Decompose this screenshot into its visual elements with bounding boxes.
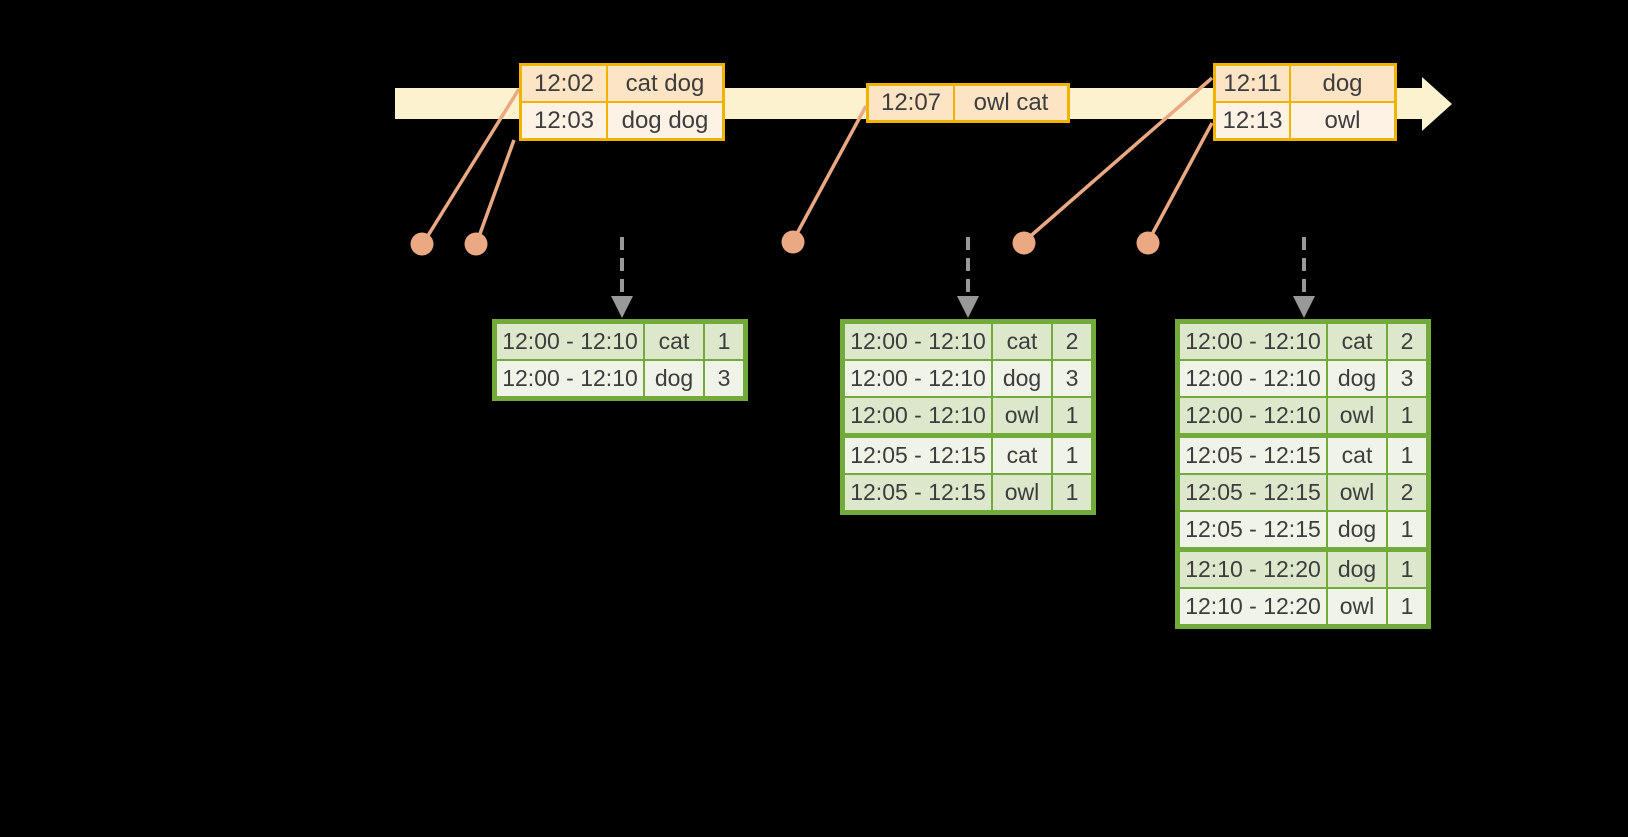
table-row: 12:00 - 12:10 cat 1 xyxy=(497,324,743,359)
window-cell: 12:00 - 12:10 xyxy=(1180,398,1326,433)
table-row: 12:00 - 12:10 dog 3 xyxy=(497,361,743,396)
trigger-arrowhead-icon xyxy=(611,296,633,318)
table-row: 12:00 - 12:10 owl 1 xyxy=(845,398,1091,433)
table-row: 12:05 - 12:15 cat 1 xyxy=(1180,438,1426,473)
word-cell: owl xyxy=(1328,398,1386,433)
word-cell: owl xyxy=(1328,589,1386,624)
result-table-3: 12:00 - 12:10 cat 2 12:00 - 12:10 dog 3 … xyxy=(1175,319,1431,629)
event-row: 12:11 dog xyxy=(1216,66,1394,101)
table-row: 12:00 - 12:10 dog 3 xyxy=(1180,361,1426,396)
table-row: 12:05 - 12:15 owl 1 xyxy=(845,475,1091,510)
result-table-1: 12:00 - 12:10 cat 1 12:00 - 12:10 dog 3 xyxy=(492,319,748,401)
word-cell: dog xyxy=(993,361,1051,396)
window-cell: 12:00 - 12:10 xyxy=(1180,361,1326,396)
event-time: 12:11 xyxy=(1216,66,1289,101)
window-cell: 12:00 - 12:10 xyxy=(497,324,643,359)
event-time: 12:02 xyxy=(522,66,606,101)
event-words: dog dog xyxy=(608,103,722,138)
window-cell: 12:05 - 12:15 xyxy=(845,438,991,473)
count-cell: 2 xyxy=(1053,324,1091,359)
window-cell: 12:00 - 12:10 xyxy=(1180,324,1326,359)
event-dot xyxy=(781,230,805,254)
count-cell: 1 xyxy=(1388,512,1426,547)
window-cell: 12:05 - 12:15 xyxy=(1180,475,1326,510)
event-box-3: 12:11 dog 12:13 owl xyxy=(1213,63,1397,141)
count-cell: 1 xyxy=(1388,398,1426,433)
table-row: 12:00 - 12:10 dog 3 xyxy=(845,361,1091,396)
word-cell: cat xyxy=(993,324,1051,359)
count-cell: 3 xyxy=(1388,361,1426,396)
count-cell: 1 xyxy=(705,324,743,359)
window-cell: 12:00 - 12:10 xyxy=(845,324,991,359)
event-row: 12:03 dog dog xyxy=(522,103,722,138)
count-cell: 2 xyxy=(1388,324,1426,359)
event-dot xyxy=(410,232,434,256)
result-table-2: 12:00 - 12:10 cat 2 12:00 - 12:10 dog 3 … xyxy=(840,319,1096,515)
word-cell: owl xyxy=(993,475,1051,510)
word-cell: dog xyxy=(645,361,703,396)
table-row: 12:10 - 12:20 owl 1 xyxy=(1180,589,1426,624)
count-cell: 3 xyxy=(1053,361,1091,396)
table-row: 12:05 - 12:15 cat 1 xyxy=(845,438,1091,473)
count-cell: 1 xyxy=(1388,552,1426,587)
window-cell: 12:05 - 12:15 xyxy=(1180,512,1326,547)
window-cell: 12:00 - 12:10 xyxy=(497,361,643,396)
window-cell: 12:10 - 12:20 xyxy=(1180,589,1326,624)
event-words: owl xyxy=(1291,103,1394,138)
count-cell: 1 xyxy=(1388,589,1426,624)
count-cell: 1 xyxy=(1388,438,1426,473)
word-cell: cat xyxy=(1328,324,1386,359)
table-row: 12:00 - 12:10 cat 2 xyxy=(1180,324,1426,359)
count-cell: 1 xyxy=(1053,398,1091,433)
event-dot xyxy=(1012,231,1036,255)
word-cell: dog xyxy=(1328,361,1386,396)
event-dot xyxy=(464,232,488,256)
window-cell: 12:05 - 12:15 xyxy=(1180,438,1326,473)
table-row: 12:05 - 12:15 dog 1 xyxy=(1180,512,1426,547)
event-words: dog xyxy=(1291,66,1394,101)
table-row: 12:00 - 12:10 cat 2 xyxy=(845,324,1091,359)
word-cell: cat xyxy=(645,324,703,359)
event-row: 12:07 owl cat xyxy=(869,86,1067,120)
connector-line xyxy=(792,105,868,240)
connector-line xyxy=(475,139,516,243)
event-row: 12:02 cat dog xyxy=(522,66,722,101)
event-words: owl cat xyxy=(955,86,1067,120)
word-cell: owl xyxy=(1328,475,1386,510)
timeline-arrowhead-icon xyxy=(1422,77,1452,131)
table-row: 12:05 - 12:15 owl 2 xyxy=(1180,475,1426,510)
table-row: 12:10 - 12:20 dog 1 xyxy=(1180,552,1426,587)
word-cell: dog xyxy=(1328,552,1386,587)
word-cell: dog xyxy=(1328,512,1386,547)
event-time: 12:13 xyxy=(1216,103,1289,138)
event-box-1: 12:02 cat dog 12:03 dog dog xyxy=(519,63,725,141)
word-cell: owl xyxy=(993,398,1051,433)
word-cell: cat xyxy=(993,438,1051,473)
trigger-arrowhead-icon xyxy=(1293,296,1315,318)
event-row: 12:13 owl xyxy=(1216,103,1394,138)
window-cell: 12:00 - 12:10 xyxy=(845,398,991,433)
count-cell: 2 xyxy=(1388,475,1426,510)
window-cell: 12:10 - 12:20 xyxy=(1180,552,1326,587)
count-cell: 1 xyxy=(1053,438,1091,473)
event-dot xyxy=(1136,231,1160,255)
event-time: 12:07 xyxy=(869,86,953,120)
count-cell: 1 xyxy=(1053,475,1091,510)
event-words: cat dog xyxy=(608,66,722,101)
trigger-arrowhead-icon xyxy=(957,296,979,318)
event-box-2: 12:07 owl cat xyxy=(866,83,1070,123)
connector-line xyxy=(1147,122,1214,241)
window-cell: 12:05 - 12:15 xyxy=(845,475,991,510)
count-cell: 3 xyxy=(705,361,743,396)
window-cell: 12:00 - 12:10 xyxy=(845,361,991,396)
word-cell: cat xyxy=(1328,438,1386,473)
table-row: 12:00 - 12:10 owl 1 xyxy=(1180,398,1426,433)
event-time: 12:03 xyxy=(522,103,606,138)
